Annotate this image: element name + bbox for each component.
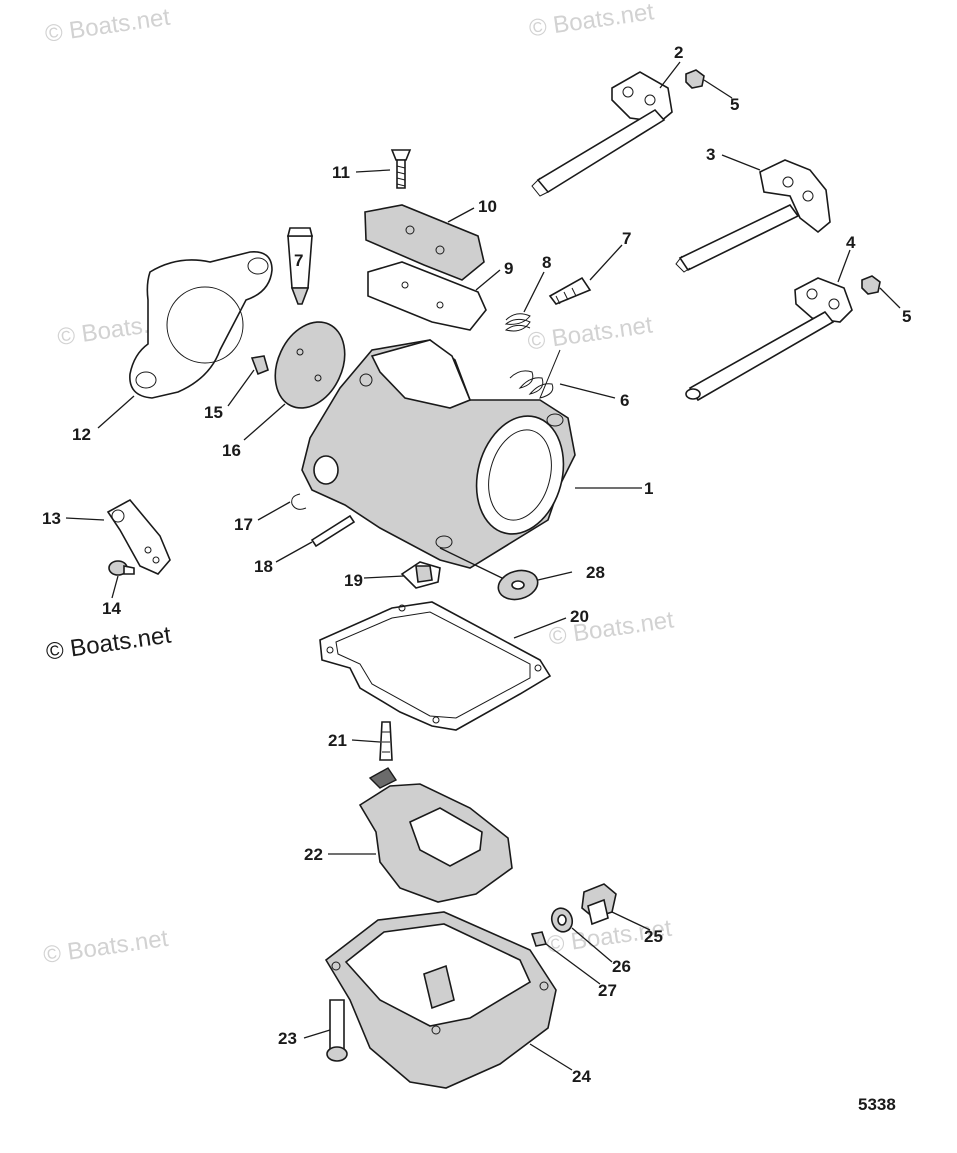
part-16-throttle-plate: [274, 321, 346, 409]
part-26-washer: [550, 907, 574, 933]
watermark: © Boats.net: [42, 925, 171, 969]
callout-15: 15: [204, 403, 223, 422]
part-6-spring: [509, 349, 561, 399]
part-13-lever: [106, 498, 171, 575]
callout-3: 3: [706, 145, 715, 164]
callout-10: 10: [478, 197, 497, 216]
part-23-bolt: [326, 999, 348, 1062]
watermark: © Boats.net: [43, 4, 172, 48]
part-4-throttle-shaft: [685, 277, 853, 402]
callout-19: 19: [344, 571, 363, 590]
callout-13: 13: [42, 509, 61, 528]
part-10-plate: [364, 204, 485, 281]
callout-labels: 1 2 3 4 5 5 6 7 8 9 10 11 12 13 14 15 16…: [42, 43, 911, 1086]
part-18-pin: [310, 514, 356, 548]
callout-14: 14: [102, 599, 121, 618]
part-8-spring: [504, 313, 531, 332]
part-24-float-bowl: [324, 911, 557, 1089]
callout-21: 21: [328, 731, 347, 750]
part-14-screw: [108, 560, 135, 576]
callout-2: 2: [674, 43, 683, 62]
tube-label: 7: [294, 251, 303, 270]
callout-11: 11: [332, 163, 350, 182]
watermark: © Boats.net: [527, 0, 656, 43]
callout-5-upper: 5: [730, 95, 739, 114]
part-15-screw: [250, 355, 269, 376]
part-17-e-clip: [291, 493, 307, 510]
part-5-nut-upper: [685, 69, 705, 89]
figure-number: 5338: [858, 1095, 896, 1114]
callout-22: 22: [304, 845, 323, 864]
callout-25: 25: [644, 927, 663, 946]
part-12-flange-gasket: [129, 251, 273, 399]
callout-28: 28: [586, 563, 605, 582]
callout-7: 7: [622, 229, 631, 248]
part-3-throttle-shaft: [675, 159, 831, 273]
callout-24: 24: [572, 1067, 591, 1086]
part-2-throttle-shaft: [531, 71, 673, 197]
watermark: © Boats.net: [526, 311, 655, 355]
callout-23: 23: [278, 1029, 297, 1048]
part-22-float: [358, 767, 513, 903]
part-19-seat: [400, 561, 441, 589]
part-7-sealant-tube: 7: [286, 227, 314, 305]
part-27-screw: [530, 931, 548, 947]
callout-16: 16: [222, 441, 241, 460]
callout-12: 12: [72, 425, 91, 444]
callout-8: 8: [542, 253, 551, 272]
callout-26: 26: [612, 957, 631, 976]
part-11-screw: [390, 149, 412, 189]
callout-9: 9: [504, 259, 513, 278]
callout-17: 17: [234, 515, 253, 534]
callout-1: 1: [644, 479, 653, 498]
part-20-bowl-gasket: [319, 601, 552, 731]
callout-18: 18: [254, 557, 273, 576]
part-21-needle: [379, 721, 393, 761]
part-1-carburetor-body: [301, 339, 576, 569]
callout-27: 27: [598, 981, 617, 1000]
part-7-idle-screw: [548, 276, 592, 305]
leader-lines: [65, 61, 901, 1071]
watermark: © Boats.net: [547, 606, 676, 650]
part-5-nut-lower: [861, 275, 881, 295]
callout-6: 6: [620, 391, 629, 410]
part-28-washer: [497, 569, 539, 601]
part-25-drain-plug: [581, 883, 617, 926]
callout-4: 4: [846, 233, 856, 252]
callout-5-lower: 5: [902, 307, 911, 326]
part-9-gasket: [367, 261, 487, 331]
callout-20: 20: [570, 607, 589, 626]
main-watermark: © Boats.net: [44, 621, 173, 665]
